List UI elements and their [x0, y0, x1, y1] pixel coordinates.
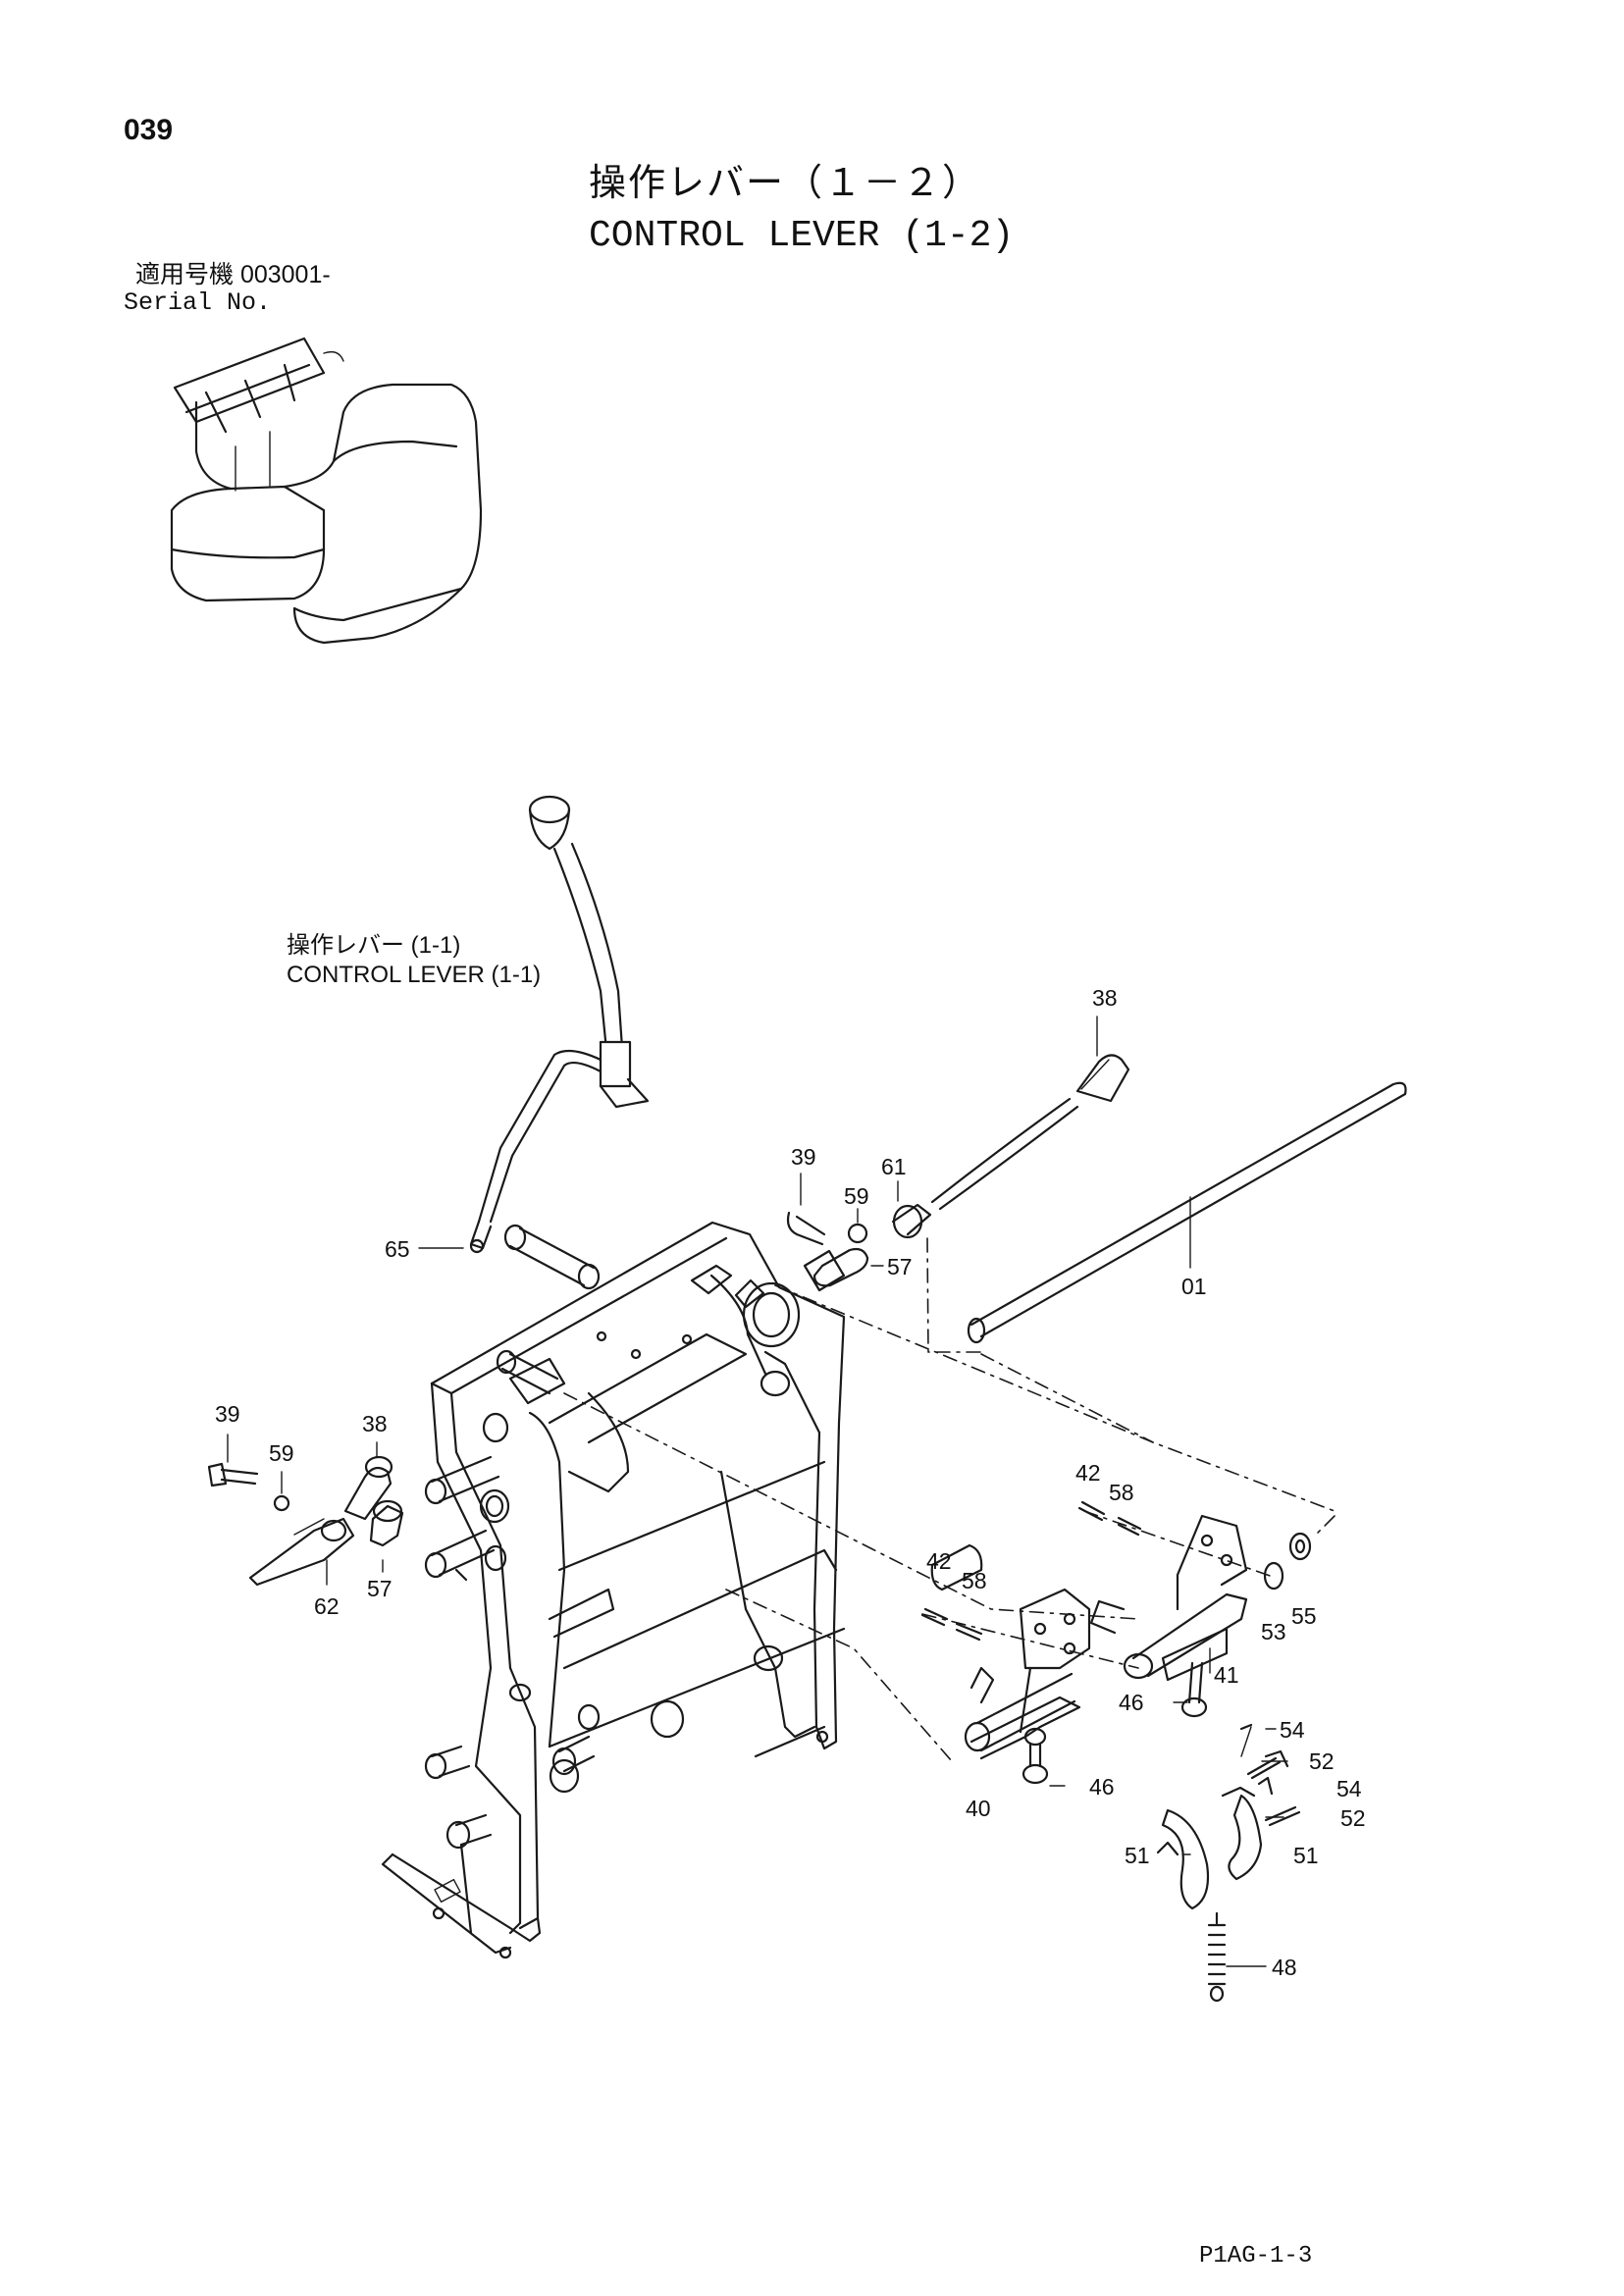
page-number: 039 [124, 114, 174, 146]
callout-40: 40 [966, 1796, 991, 1821]
assembly-lines [563, 1237, 1336, 1762]
callout-58-lower: 58 [962, 1568, 987, 1593]
callout-65: 65 [385, 1236, 410, 1262]
callout-61: 61 [881, 1154, 907, 1179]
callout-38-left: 38 [362, 1411, 388, 1436]
callout-55: 55 [1291, 1603, 1317, 1629]
serial-label: Serial No. [124, 288, 272, 317]
lever-assembly-left [207, 1434, 404, 1587]
callout-62: 62 [314, 1593, 340, 1619]
callout-59-left: 59 [269, 1440, 294, 1466]
callout-46-lower: 46 [1089, 1774, 1115, 1800]
callout-57-left: 57 [367, 1576, 393, 1601]
shaft-01 [967, 1081, 1407, 1344]
pivot-assembly [920, 1500, 1312, 1787]
reference-label-japanese: 操作レバー (1-1) [287, 932, 461, 959]
callout-52-lower: 52 [1340, 1805, 1366, 1831]
callout-42-lower: 42 [926, 1548, 952, 1574]
spring-assembly [1156, 1723, 1301, 2003]
reference-lever-1-1 [418, 795, 650, 1254]
callout-01: 01 [1181, 1274, 1207, 1299]
callout-38-upper: 38 [1092, 985, 1118, 1011]
callout-51-left: 51 [1125, 1843, 1150, 1868]
callout-48: 48 [1272, 1955, 1297, 1980]
footer-code: P1AG-1-3 [1199, 2243, 1313, 2270]
console-thumbnail [170, 337, 483, 645]
callout-57-upper: 57 [887, 1254, 913, 1279]
callout-54-lower: 54 [1336, 1776, 1362, 1801]
control-frame [381, 1221, 846, 1959]
callout-39-left: 39 [215, 1401, 240, 1427]
callout-54-upper: 54 [1280, 1717, 1305, 1743]
title-japanese: 操作レバー（１－２） [589, 163, 982, 204]
reference-label-english: CONTROL LEVER (1-1) [287, 962, 542, 988]
callout-42-upper: 42 [1075, 1460, 1101, 1486]
callout-46-upper: 46 [1119, 1690, 1144, 1715]
serial-applicable: 適用号機 003001- [135, 261, 331, 288]
callout-58-upper: 58 [1109, 1480, 1134, 1505]
callout-41: 41 [1214, 1662, 1239, 1688]
callout-51-right: 51 [1293, 1843, 1319, 1868]
callout-53: 53 [1261, 1619, 1286, 1644]
callout-39-upper: 39 [791, 1144, 816, 1170]
lever-assembly-upper [786, 1016, 1130, 1287]
callout-52-upper: 52 [1309, 1748, 1335, 1774]
title-english: CONTROL LEVER (1-2) [589, 215, 1015, 257]
callout-59-upper: 59 [844, 1183, 869, 1209]
